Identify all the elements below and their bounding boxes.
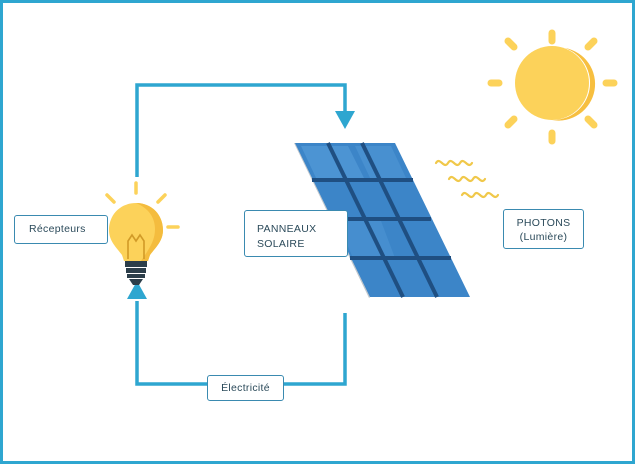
panneaux-label-line1: PANNEAUX [257,223,317,235]
light-bulb-icon [92,181,180,285]
circuit-line-top [135,83,347,177]
panneaux-solaire-label: PANNEAUX SOLAIRE [244,210,348,257]
photon-waves-icon [434,159,500,199]
photons-label-line2: (Lumière) [519,231,568,243]
photons-label-line1: PHOTONS [516,217,571,229]
electricite-label-text: Électricité [221,382,270,394]
panneaux-label-line2: SOLAIRE [257,238,305,250]
recepteurs-label-text: Récepteurs [29,223,86,235]
sun-icon [487,29,618,145]
arrow-down-to-panel [335,111,355,129]
photons-label: PHOTONS (Lumière) [503,209,584,249]
arrow-up-to-bulb [127,281,147,299]
electricite-label: Électricité [207,375,284,401]
solar-circuit-diagram [92,29,618,386]
circuit-line-bottom [135,301,347,386]
recepteurs-label: Récepteurs [14,215,108,244]
